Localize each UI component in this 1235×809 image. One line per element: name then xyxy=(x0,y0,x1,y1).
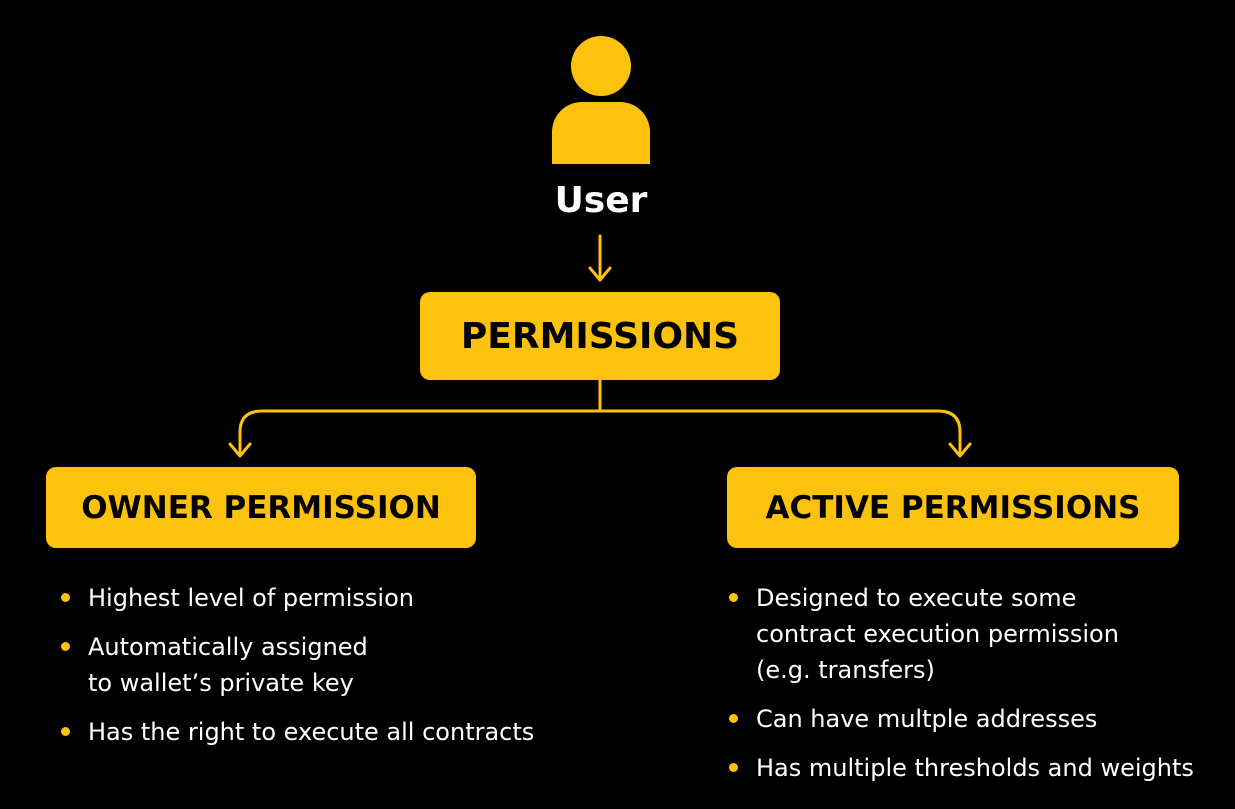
bullet-text: Highest level of permission xyxy=(88,584,414,612)
bullet-text: Designed to execute some contract execut… xyxy=(756,584,1119,684)
bullet-dot-icon xyxy=(61,642,70,651)
list-item: Has the right to execute all contracts xyxy=(58,714,658,750)
bullet-text: Automatically assigned to wallet’s priva… xyxy=(88,633,368,697)
list-item: Has multiple thresholds and weights xyxy=(726,750,1231,786)
arrow-to-owner xyxy=(228,409,264,458)
list-item: Highest level of permission xyxy=(58,580,658,616)
bullet-text: Can have multple addresses xyxy=(756,705,1098,733)
user-icon-body xyxy=(552,102,650,164)
owner-permission-title: OWNER PERMISSION xyxy=(81,489,441,526)
permissions-box-label: PERMISSIONS xyxy=(460,315,740,357)
bullet-text: Has the right to execute all contracts xyxy=(88,718,535,746)
arrow-user-to-permissions xyxy=(588,234,612,282)
permissions-box: PERMISSIONS xyxy=(420,292,780,380)
bullet-dot-icon xyxy=(61,593,70,602)
owner-bullet-list: Highest level of permission Automaticall… xyxy=(58,580,658,763)
user-icon-head xyxy=(571,36,631,96)
list-item: Automatically assigned to wallet’s priva… xyxy=(58,629,658,701)
bullet-dot-icon xyxy=(729,714,738,723)
branch-connector xyxy=(260,378,940,413)
bullet-dot-icon xyxy=(61,727,70,736)
list-item: Designed to execute some contract execut… xyxy=(726,580,1231,688)
bullet-text: Has multiple thresholds and weights xyxy=(756,754,1194,782)
arrow-to-active xyxy=(936,409,972,458)
owner-permission-box: OWNER PERMISSION xyxy=(46,467,476,548)
active-permissions-title: ACTIVE PERMISSIONS xyxy=(765,489,1141,526)
bullet-dot-icon xyxy=(729,763,738,772)
active-bullet-list: Designed to execute some contract execut… xyxy=(726,580,1231,799)
list-item: Can have multple addresses xyxy=(726,701,1231,737)
user-label: User xyxy=(554,180,648,221)
active-permissions-box: ACTIVE PERMISSIONS xyxy=(727,467,1179,548)
bullet-dot-icon xyxy=(729,593,738,602)
user-icon xyxy=(552,36,650,164)
